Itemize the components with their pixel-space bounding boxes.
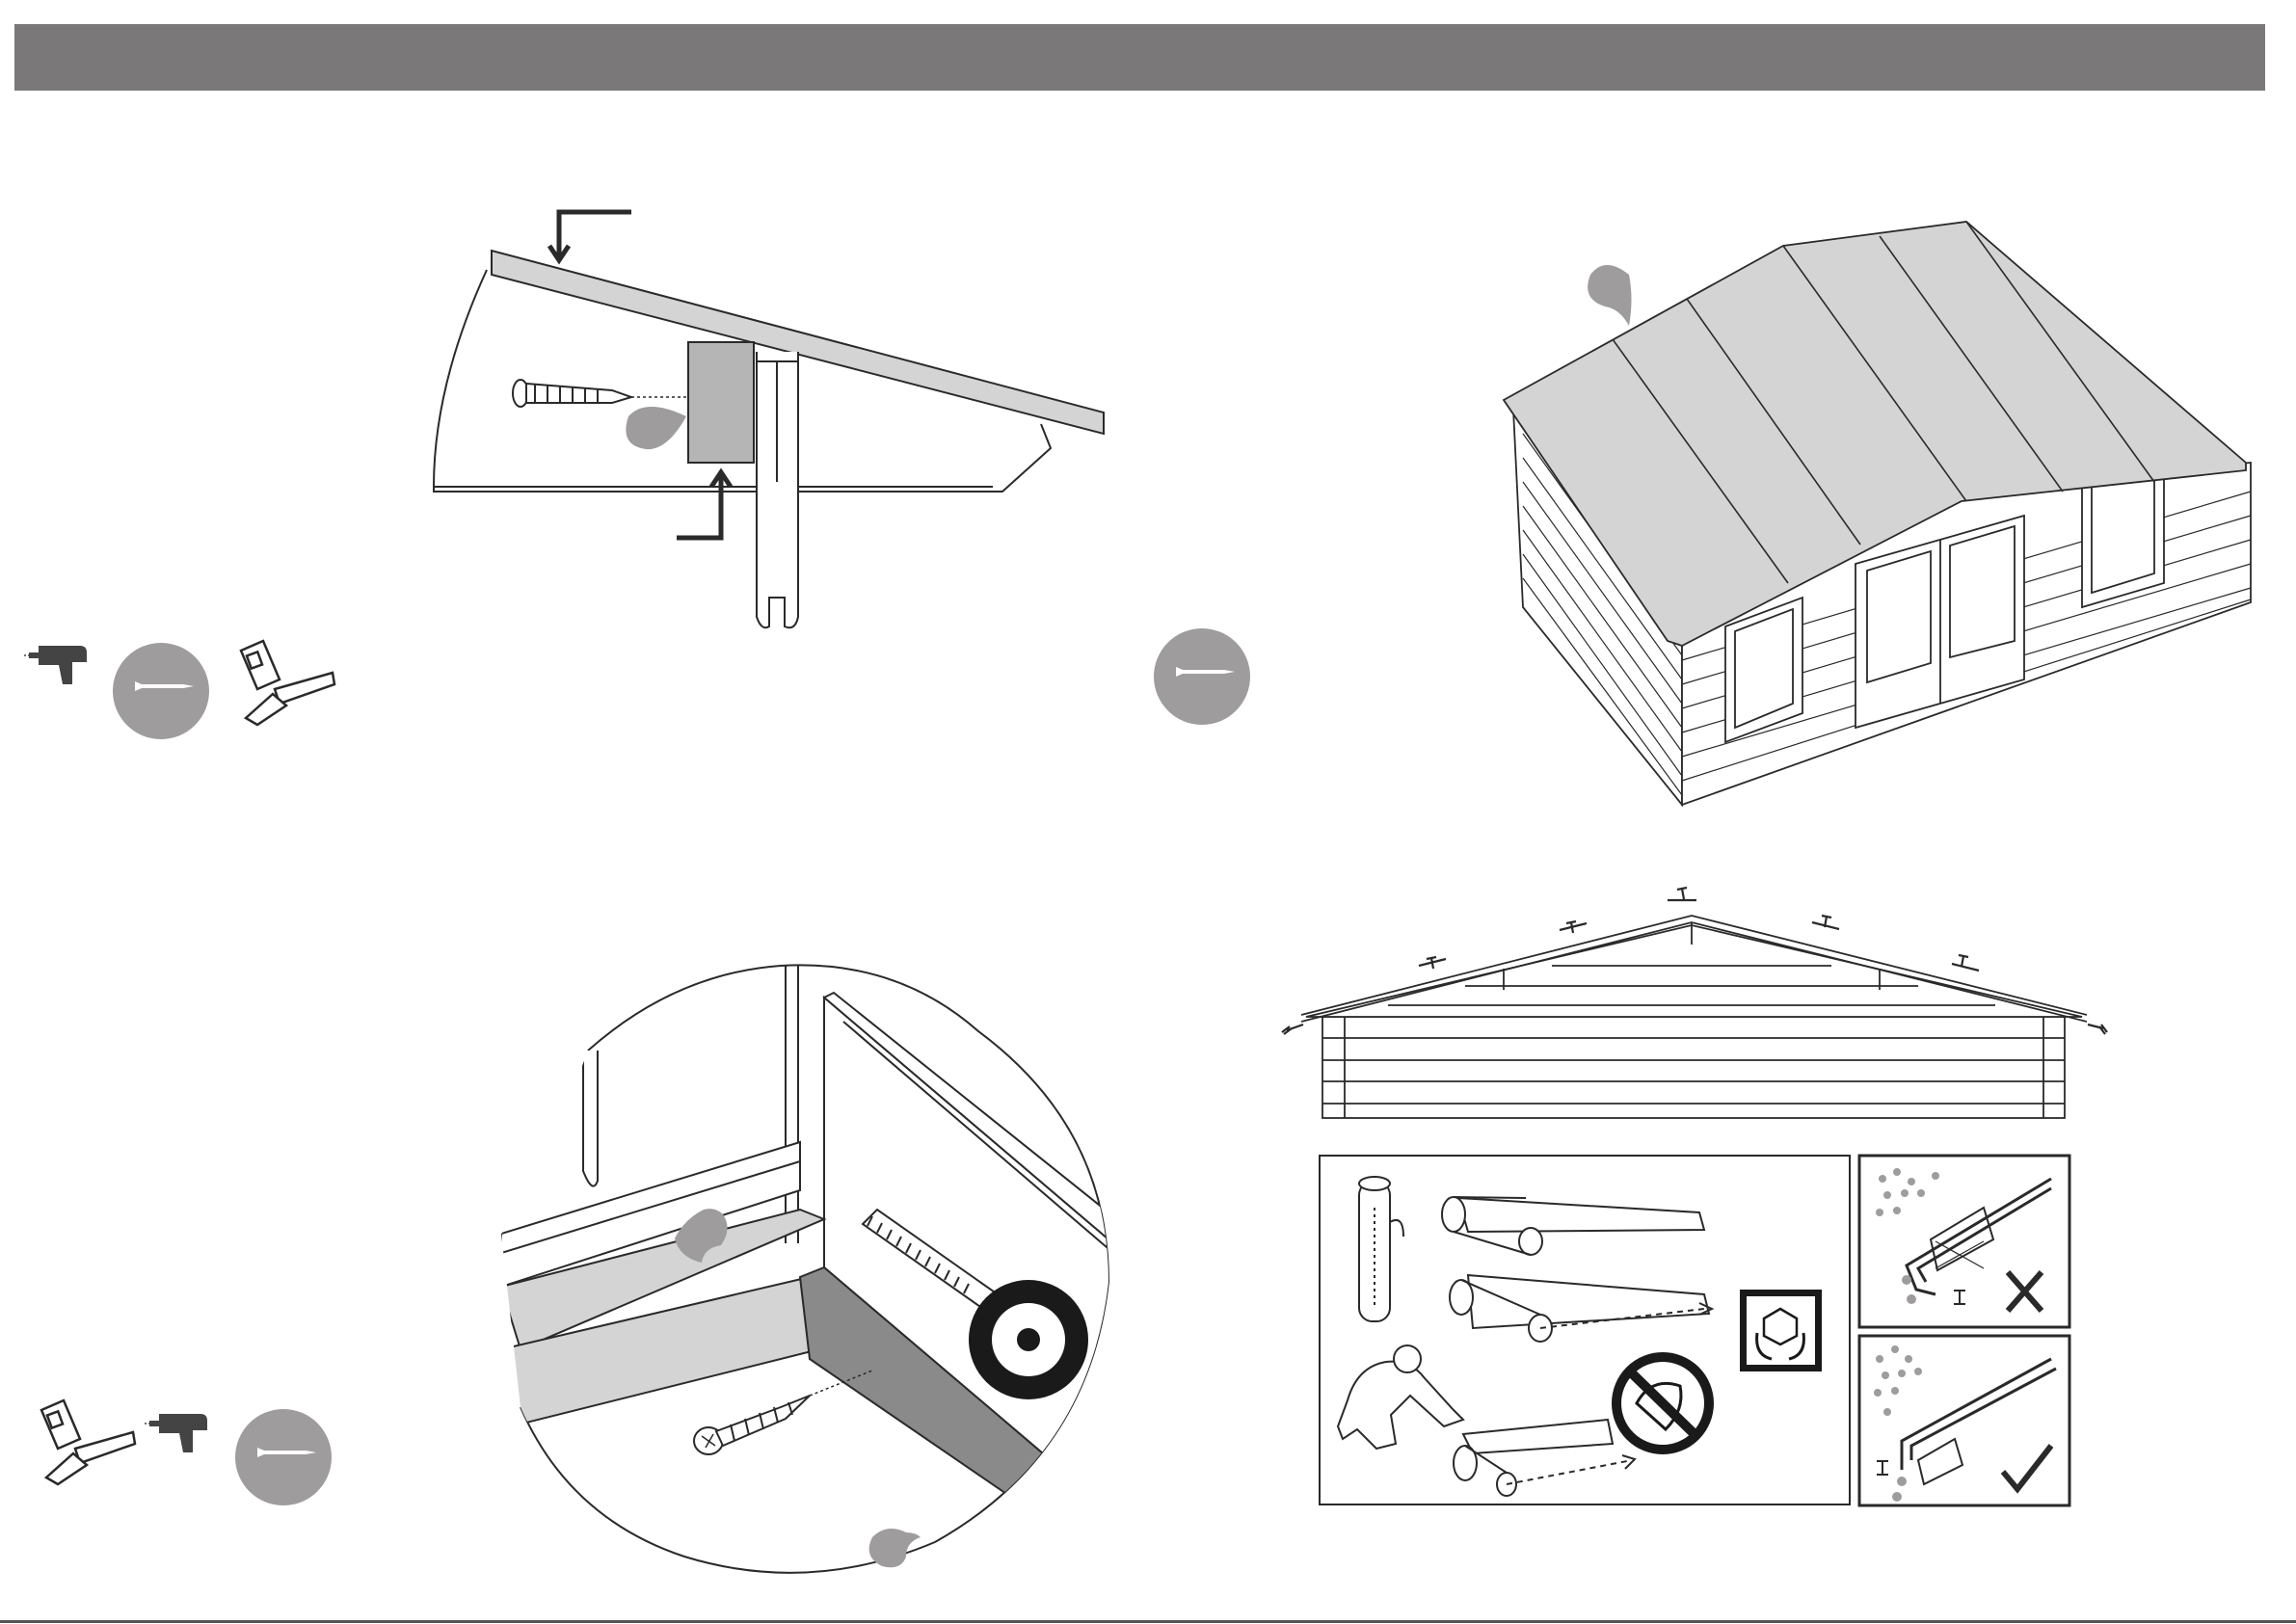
saw-icon xyxy=(37,1396,138,1487)
screw-icon xyxy=(111,641,211,741)
saw-icon xyxy=(236,636,337,728)
drill-icon xyxy=(145,1409,212,1457)
bottom-rule xyxy=(0,1620,2296,1623)
drip-edge-wrong xyxy=(1858,1155,2070,1328)
header-bar xyxy=(14,24,2265,91)
screw-icon xyxy=(233,1407,334,1507)
drill-icon xyxy=(24,641,92,689)
felt-handling-instructions xyxy=(1319,1155,1851,1506)
roof-elevation-nail-pattern xyxy=(1272,872,2121,1128)
cabin-roof-felt-illustration xyxy=(1499,202,2251,819)
no-hand-tool-icon xyxy=(1616,1357,1709,1450)
handle-with-care-icon xyxy=(1740,1290,1822,1371)
screw-icon xyxy=(1152,626,1252,727)
drip-edge-correct xyxy=(1858,1335,2070,1506)
fascia-corner-illustration xyxy=(492,954,1147,1590)
roof-edge-batten-illustration xyxy=(414,193,1137,646)
